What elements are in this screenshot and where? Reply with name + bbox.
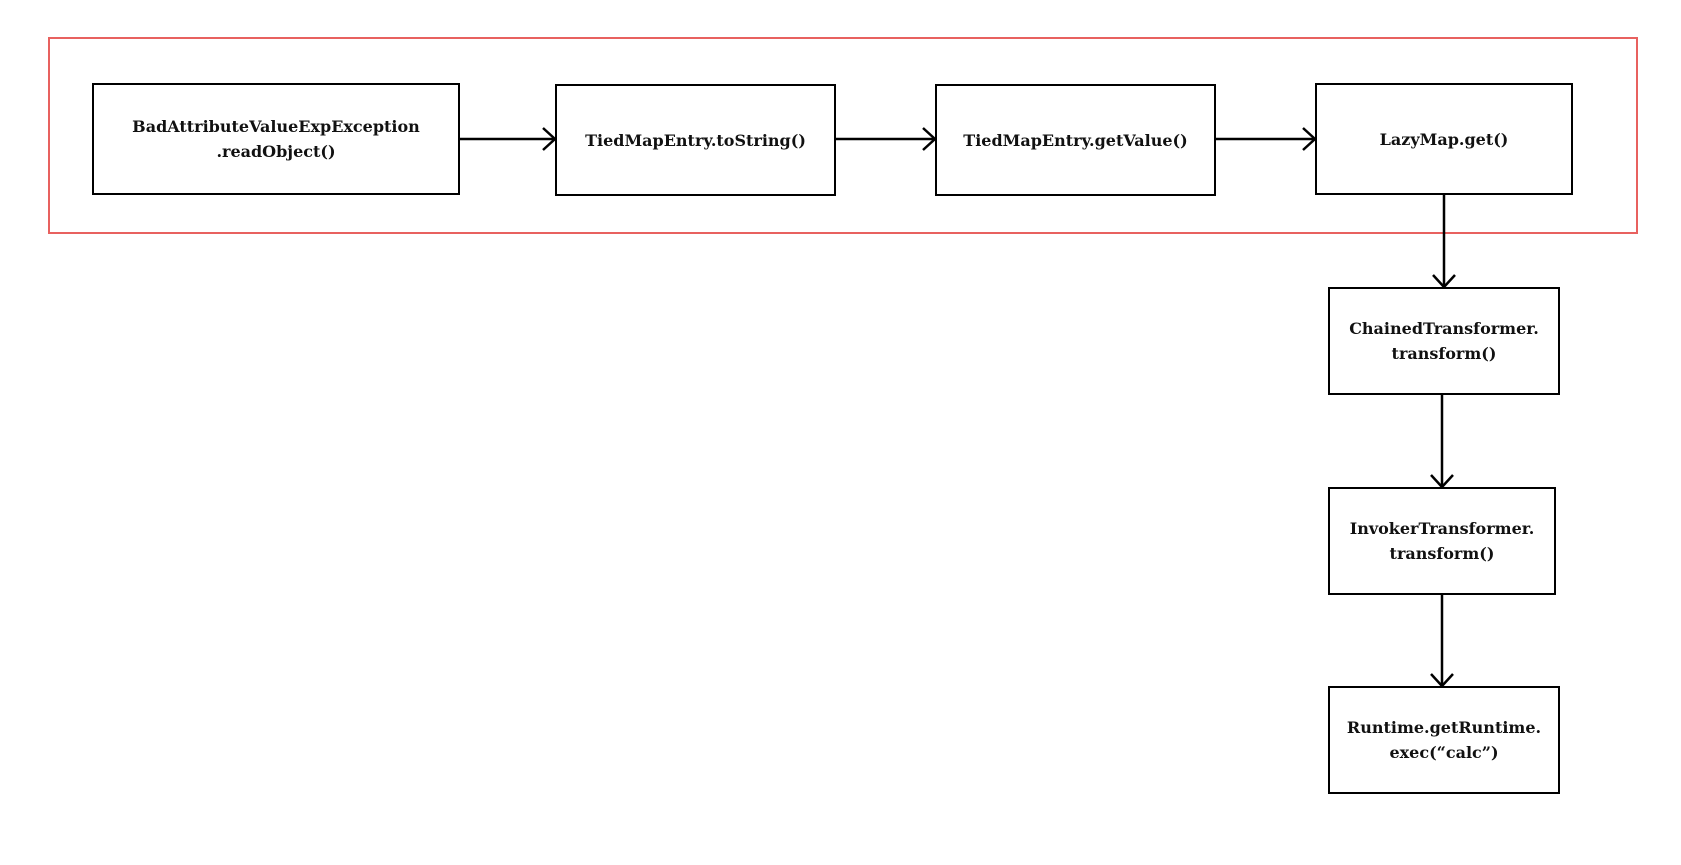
edge-n1-n2	[460, 127, 557, 151]
edge-n5-n6	[1430, 395, 1454, 489]
node-chained-transformer-transform: ChainedTransformer. transform()	[1328, 287, 1560, 395]
edge-n2-n3	[836, 127, 937, 151]
node-label-line: transform()	[1389, 544, 1495, 563]
node-label-line: BadAttributeValueExpException	[132, 117, 420, 136]
highlight-frame	[48, 37, 1638, 234]
node-label-line: LazyMap.get()	[1379, 129, 1509, 149]
node-runtime-exec: Runtime.getRuntime. exec(“calc”)	[1328, 686, 1560, 794]
node-label-line: TiedMapEntry.getValue()	[963, 130, 1188, 150]
edge-n4-n5	[1432, 195, 1456, 289]
node-label-line: TiedMapEntry.toString()	[585, 130, 806, 150]
node-label-line: InvokerTransformer.	[1349, 519, 1535, 538]
edge-n6-n7	[1430, 595, 1454, 688]
node-lazy-map-get: LazyMap.get()	[1315, 83, 1573, 195]
node-bad-attribute-value-exp-exception: BadAttributeValueExpException .readObjec…	[92, 83, 460, 195]
node-invoker-transformer-transform: InvokerTransformer. transform()	[1328, 487, 1556, 595]
node-label-line: ChainedTransformer.	[1349, 319, 1539, 338]
node-tied-map-entry-get-value: TiedMapEntry.getValue()	[935, 84, 1216, 196]
node-label-line: Runtime.getRuntime.	[1346, 718, 1542, 737]
node-label-line: exec(“calc”)	[1389, 743, 1499, 762]
edge-n3-n4	[1216, 127, 1317, 151]
node-label-line: transform()	[1391, 344, 1497, 363]
node-label-line: .readObject()	[216, 142, 336, 161]
node-tied-map-entry-to-string: TiedMapEntry.toString()	[555, 84, 836, 196]
